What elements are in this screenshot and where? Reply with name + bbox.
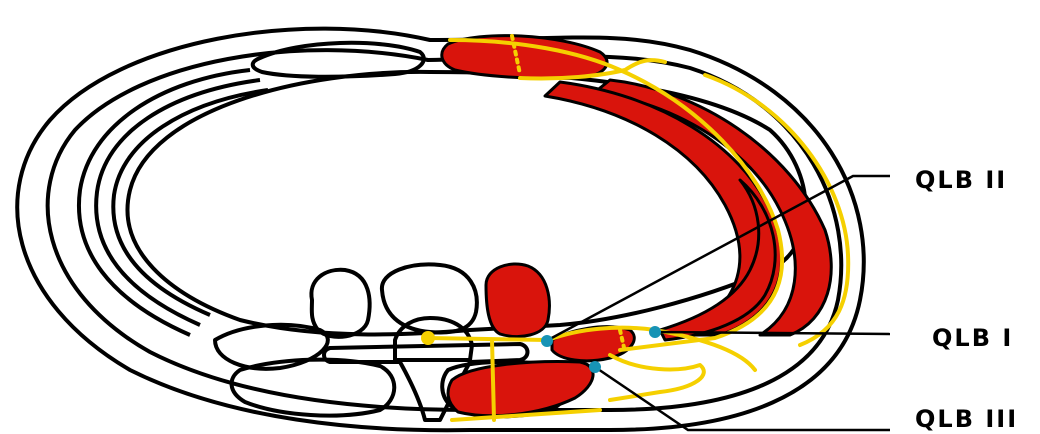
qlb3-pointer-line xyxy=(595,367,890,430)
qlb1-label: QLB I xyxy=(932,324,1013,352)
qlb2-injection-point xyxy=(541,335,553,347)
subcutaneous-outline xyxy=(48,50,842,410)
qlb3-injection-point xyxy=(589,361,601,373)
right-erector-spinae xyxy=(448,362,593,416)
vertical-nerve-line xyxy=(492,340,494,420)
left-psoas-outline xyxy=(311,270,369,337)
vertebral-body-outline xyxy=(382,264,477,332)
right-psoas-muscle xyxy=(486,264,549,336)
qlb1-injection-point xyxy=(649,326,661,338)
nerve-root-dot xyxy=(421,331,435,345)
qlb2-label: QLB II xyxy=(915,166,1007,194)
qlb3-label: QLB III xyxy=(915,405,1018,433)
left-rectus-outline xyxy=(253,43,424,77)
thoracolumbar-fascia-line xyxy=(610,355,704,400)
nerve-to-root-line xyxy=(428,338,548,340)
